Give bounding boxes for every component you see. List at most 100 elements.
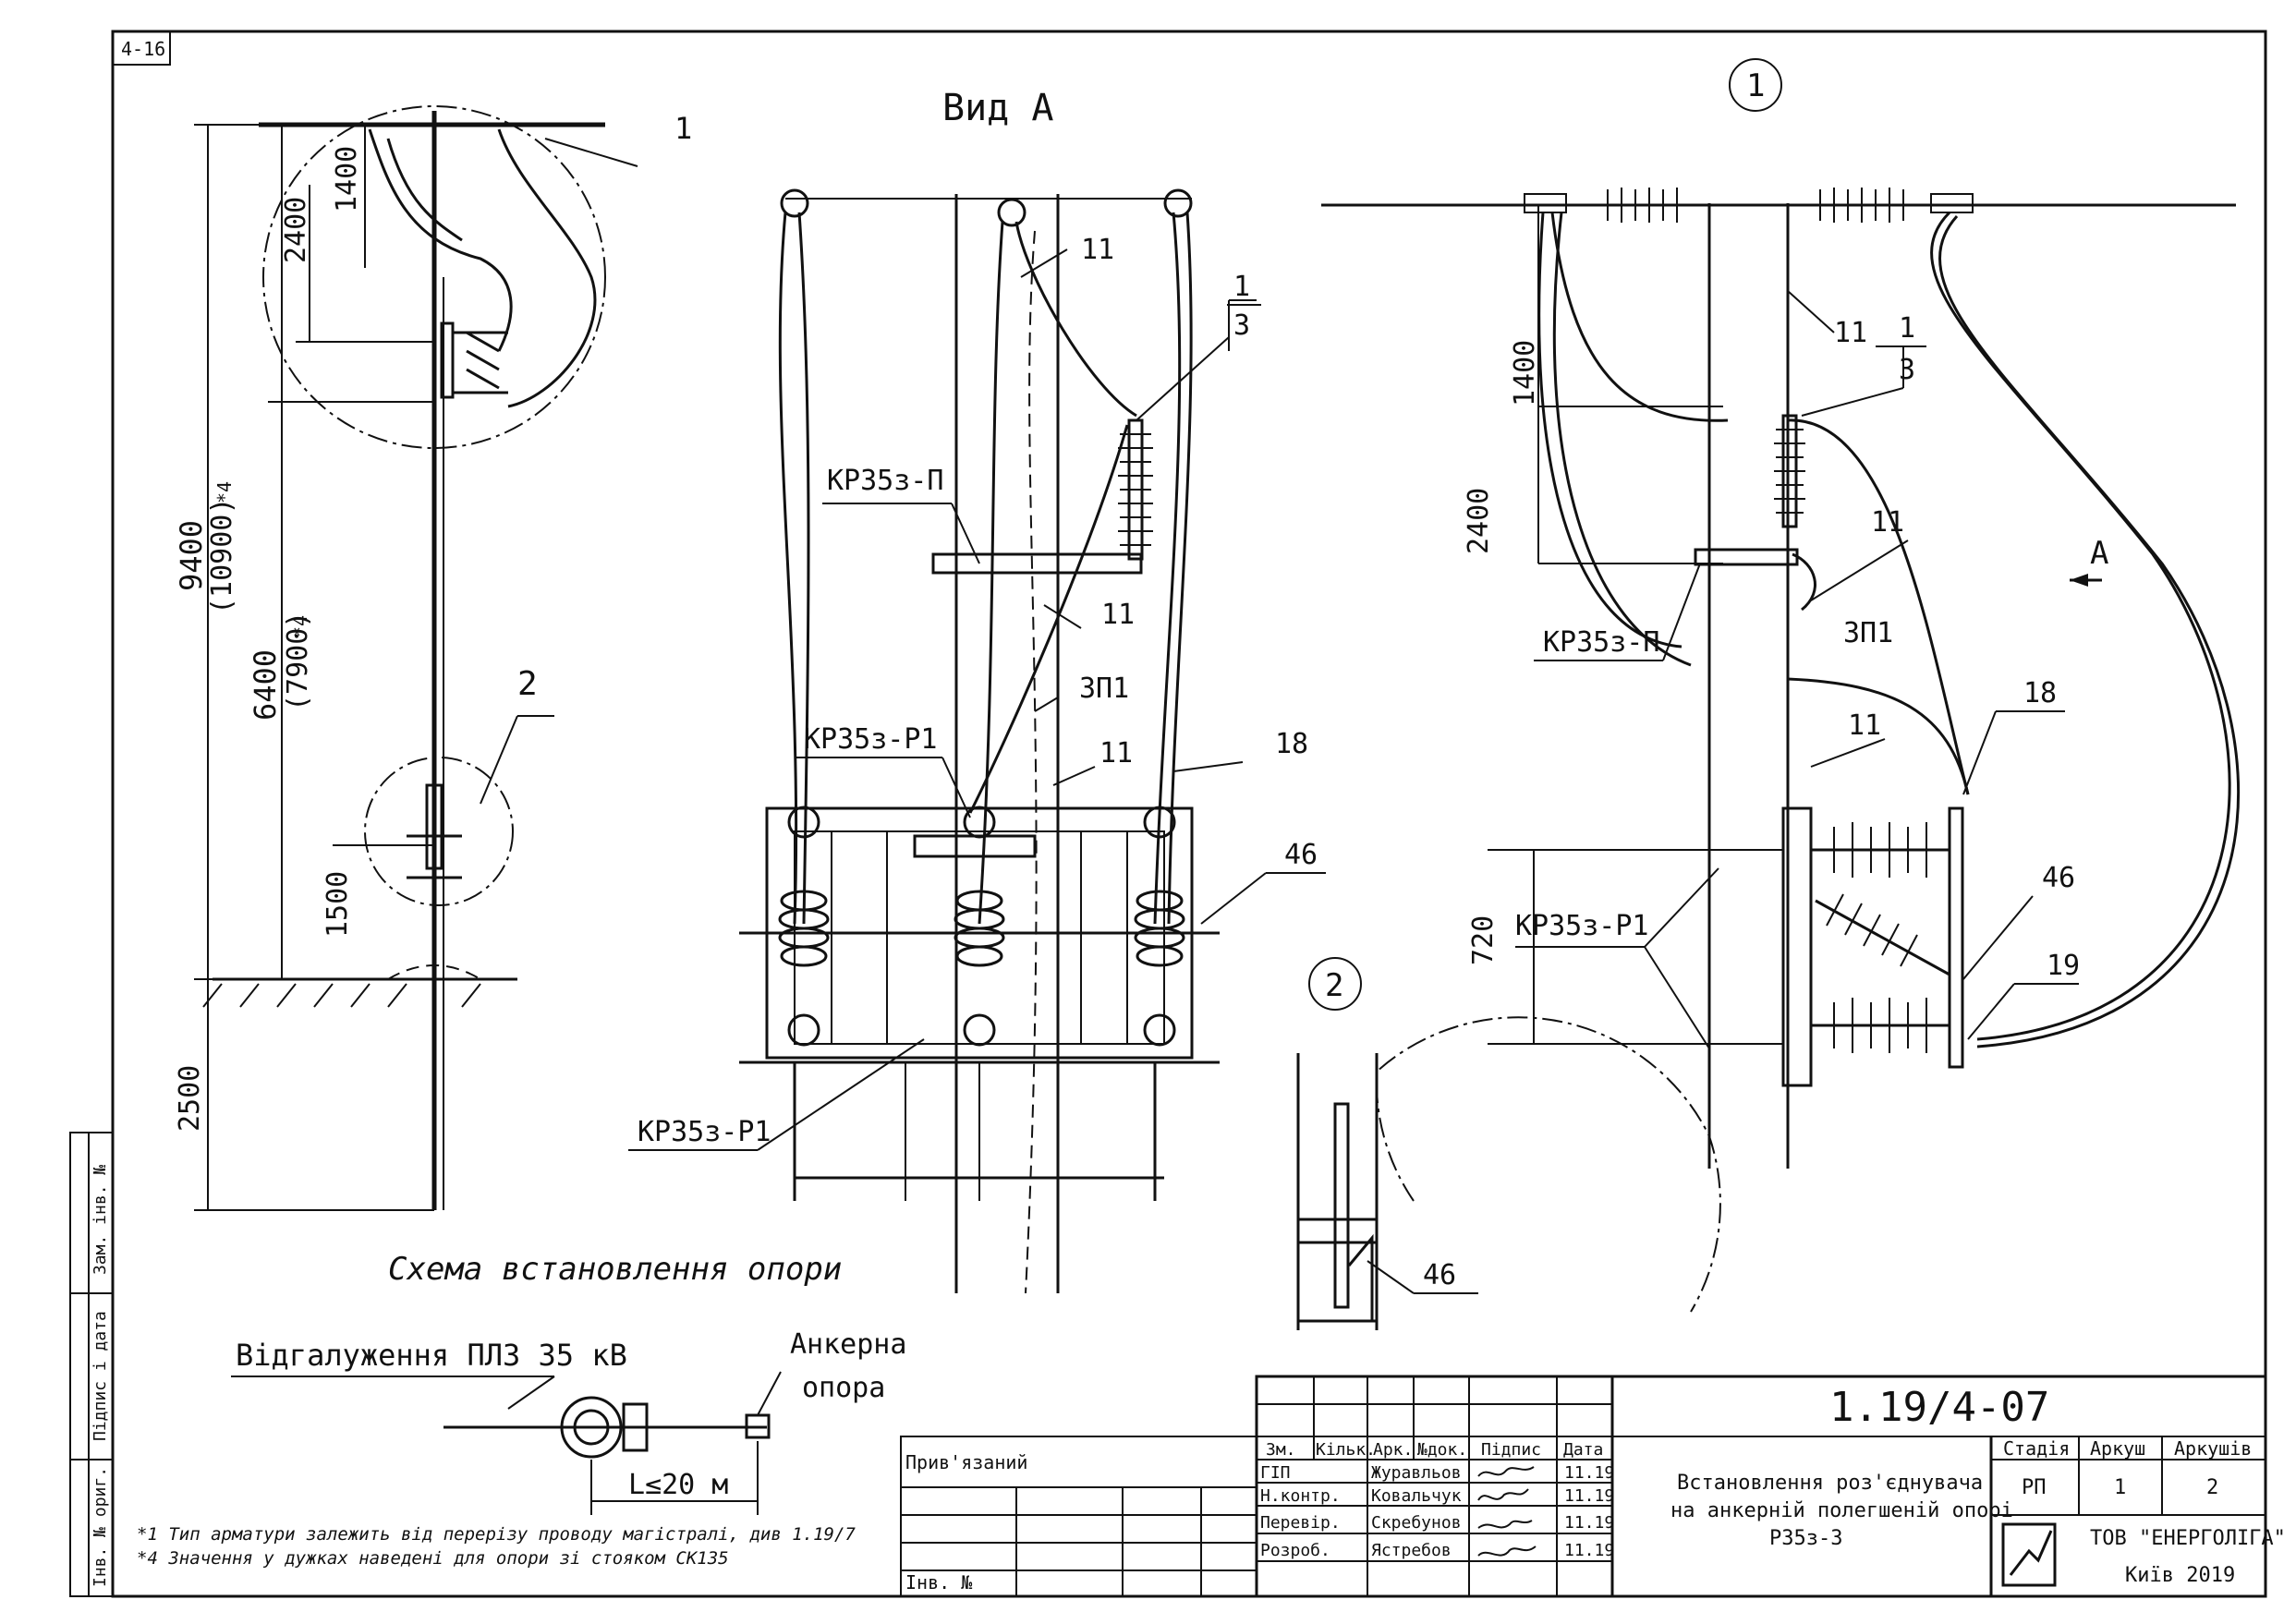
callout-2: 2 xyxy=(517,665,538,703)
tb-sheet-h: Аркуш xyxy=(2090,1437,2145,1460)
tb-name-0: Журавльов xyxy=(1371,1463,1462,1483)
dim-6400: 6400 xyxy=(248,649,283,721)
d1-720: 720 xyxy=(1467,915,1500,965)
signature xyxy=(1477,1545,1537,1557)
tb-role-3: Розроб. xyxy=(1260,1541,1330,1560)
tb-role-0: ГІП xyxy=(1260,1463,1291,1483)
d1-3: 3 xyxy=(1899,354,1915,386)
tb-name-1: Ковальчук xyxy=(1371,1486,1462,1506)
dim-1500: 1500 xyxy=(322,871,354,938)
branch-scheme: Відгалуження ПЛЗ 35 кВ Анкерна опора L≤2… xyxy=(231,1328,906,1515)
tb-h-ark: Арк. xyxy=(1373,1440,1413,1460)
d1-19: 19 xyxy=(2047,950,2080,982)
detail2-circle xyxy=(364,757,514,906)
tb-inv: Інв. № xyxy=(905,1571,973,1594)
tb-name-3: Ястребов xyxy=(1371,1541,1452,1560)
tb-date-2: 11.19 xyxy=(1564,1513,1614,1533)
note-2: *4 Значення у дужках наведені для опори … xyxy=(137,1548,729,1569)
dim-6400-note: *4 xyxy=(289,615,311,637)
dim-2500: 2500 xyxy=(174,1065,206,1132)
va-3: 3 xyxy=(1233,309,1250,342)
d1-46: 46 xyxy=(2042,862,2075,894)
tb-name-2: Скребунов xyxy=(1371,1513,1462,1533)
va-11b: 11 xyxy=(1101,599,1135,631)
d1-1: 1 xyxy=(1899,312,1915,345)
left-scheme: 2400 1400 9400 (10900) *4 6400 (7900) *4… xyxy=(174,105,842,1288)
tb-date-1: 11.19 xyxy=(1564,1486,1614,1506)
tb-desc-3: РЗ5з-3 xyxy=(1769,1527,1842,1550)
branch-anchor1: Анкерна xyxy=(790,1328,906,1361)
dim-9400-alt: (10900) xyxy=(206,498,238,614)
detail1-label: 1 xyxy=(1746,67,1765,104)
branch-anchor2: опора xyxy=(802,1372,885,1404)
tb-sheet: 1 xyxy=(2114,1476,2126,1499)
tb-sheets: 2 xyxy=(2206,1476,2218,1499)
va-krr1a: КР35з-Р1 xyxy=(804,723,938,756)
view-a: Вид А xyxy=(628,87,1326,1294)
sheet-code: 4-16 xyxy=(121,38,165,60)
stamp-inv: Інв. № ориг. xyxy=(91,1467,110,1587)
title-block: Прив'язаний Інв. № 1.19/4-07 Зм. Кільк. … xyxy=(900,1375,2286,1598)
detail-2: 2 46 xyxy=(1296,957,1721,1330)
d1-11a: 11 xyxy=(1834,317,1867,349)
stamp-pidpys: Підпис і дата xyxy=(91,1311,110,1441)
signature xyxy=(1477,1520,1533,1529)
branch-dim: L≤20 м xyxy=(628,1469,728,1501)
va-zp1: ЗП1 xyxy=(1079,673,1129,705)
d1-2400: 2400 xyxy=(1463,488,1495,554)
d1-a: А xyxy=(2090,535,2108,572)
tb-company: ТОВ "ЕНЕРГОЛІГА" xyxy=(2090,1527,2286,1550)
dim-6400-alt: (7900) xyxy=(282,612,314,711)
detail1-circle xyxy=(262,105,606,449)
dim-2400: 2400 xyxy=(280,197,312,263)
tb-desc-1: Встановлення роз'єднувача xyxy=(1677,1472,1983,1495)
tb-stage: РП xyxy=(2022,1476,2047,1499)
tb-h-ndok: №док. xyxy=(1417,1440,1467,1460)
va-11c: 11 xyxy=(1099,737,1133,770)
tb-date-3: 11.19 xyxy=(1564,1541,1614,1560)
va-11a: 11 xyxy=(1081,234,1114,266)
d2-46: 46 xyxy=(1423,1259,1456,1291)
dim-9400: 9400 xyxy=(174,520,209,591)
d1-krp: КР35з-П xyxy=(1543,626,1659,659)
tb-desc-2: на анкерній полегшеній опорі xyxy=(1670,1499,2013,1522)
dim-1400: 1400 xyxy=(331,146,363,212)
sheet-code-box xyxy=(112,30,171,66)
left-title: Схема встановлення опори xyxy=(388,1251,842,1288)
d1-18: 18 xyxy=(2023,677,2057,709)
d1-1400: 1400 xyxy=(1509,340,1541,406)
d1-11b: 11 xyxy=(1871,506,1904,539)
tb-date-0: 11.19 xyxy=(1564,1463,1614,1483)
tb-role-2: Перевір. xyxy=(1260,1513,1341,1533)
callout-1: 1 xyxy=(674,111,692,146)
d1-11c: 11 xyxy=(1848,709,1881,742)
tb-h-kilk: Кільк. xyxy=(1316,1440,1376,1460)
view-a-title: Вид А xyxy=(942,87,1053,129)
stamp-zam: Зам. інв. № xyxy=(91,1165,110,1275)
detail-1: 1 xyxy=(1321,58,2241,1169)
branch-title: Відгалуження ПЛЗ 35 кВ xyxy=(236,1338,627,1373)
signature xyxy=(1477,1466,1535,1477)
d1-zp1: ЗП1 xyxy=(1843,617,1893,649)
tb-city: Київ 2019 xyxy=(2125,1564,2235,1587)
signature xyxy=(1477,1488,1529,1501)
tb-h-zm: Зм. xyxy=(1266,1440,1296,1460)
va-1: 1 xyxy=(1233,271,1250,303)
d1-krr1: КР35з-Р1 xyxy=(1515,910,1649,942)
detail2-label: 2 xyxy=(1325,967,1343,1004)
tb-code: 1.19/4-07 xyxy=(1829,1384,2049,1431)
tb-role-1: Н.контр. xyxy=(1260,1486,1341,1506)
tb-stage-h: Стадія xyxy=(2003,1437,2070,1460)
tb-h-pidpys: Підпис xyxy=(1481,1440,1541,1460)
va-krr1b: КР35з-Р1 xyxy=(638,1116,771,1148)
side-stamp: Зам. інв. № Підпис і дата Інв. № ориг. xyxy=(69,1132,114,1597)
va-18: 18 xyxy=(1275,728,1308,760)
tb-h-data: Дата xyxy=(1563,1440,1603,1460)
va-46: 46 xyxy=(1284,839,1318,871)
tb-privyaz: Прив'язаний xyxy=(905,1451,1027,1473)
dim-9400-note: *4 xyxy=(213,481,236,503)
note-1: *1 Тип арматури залежить від перерізу пр… xyxy=(137,1524,856,1545)
va-krp: КР35з-П xyxy=(827,465,943,497)
tb-sheets-h: Аркушів xyxy=(2174,1437,2252,1460)
